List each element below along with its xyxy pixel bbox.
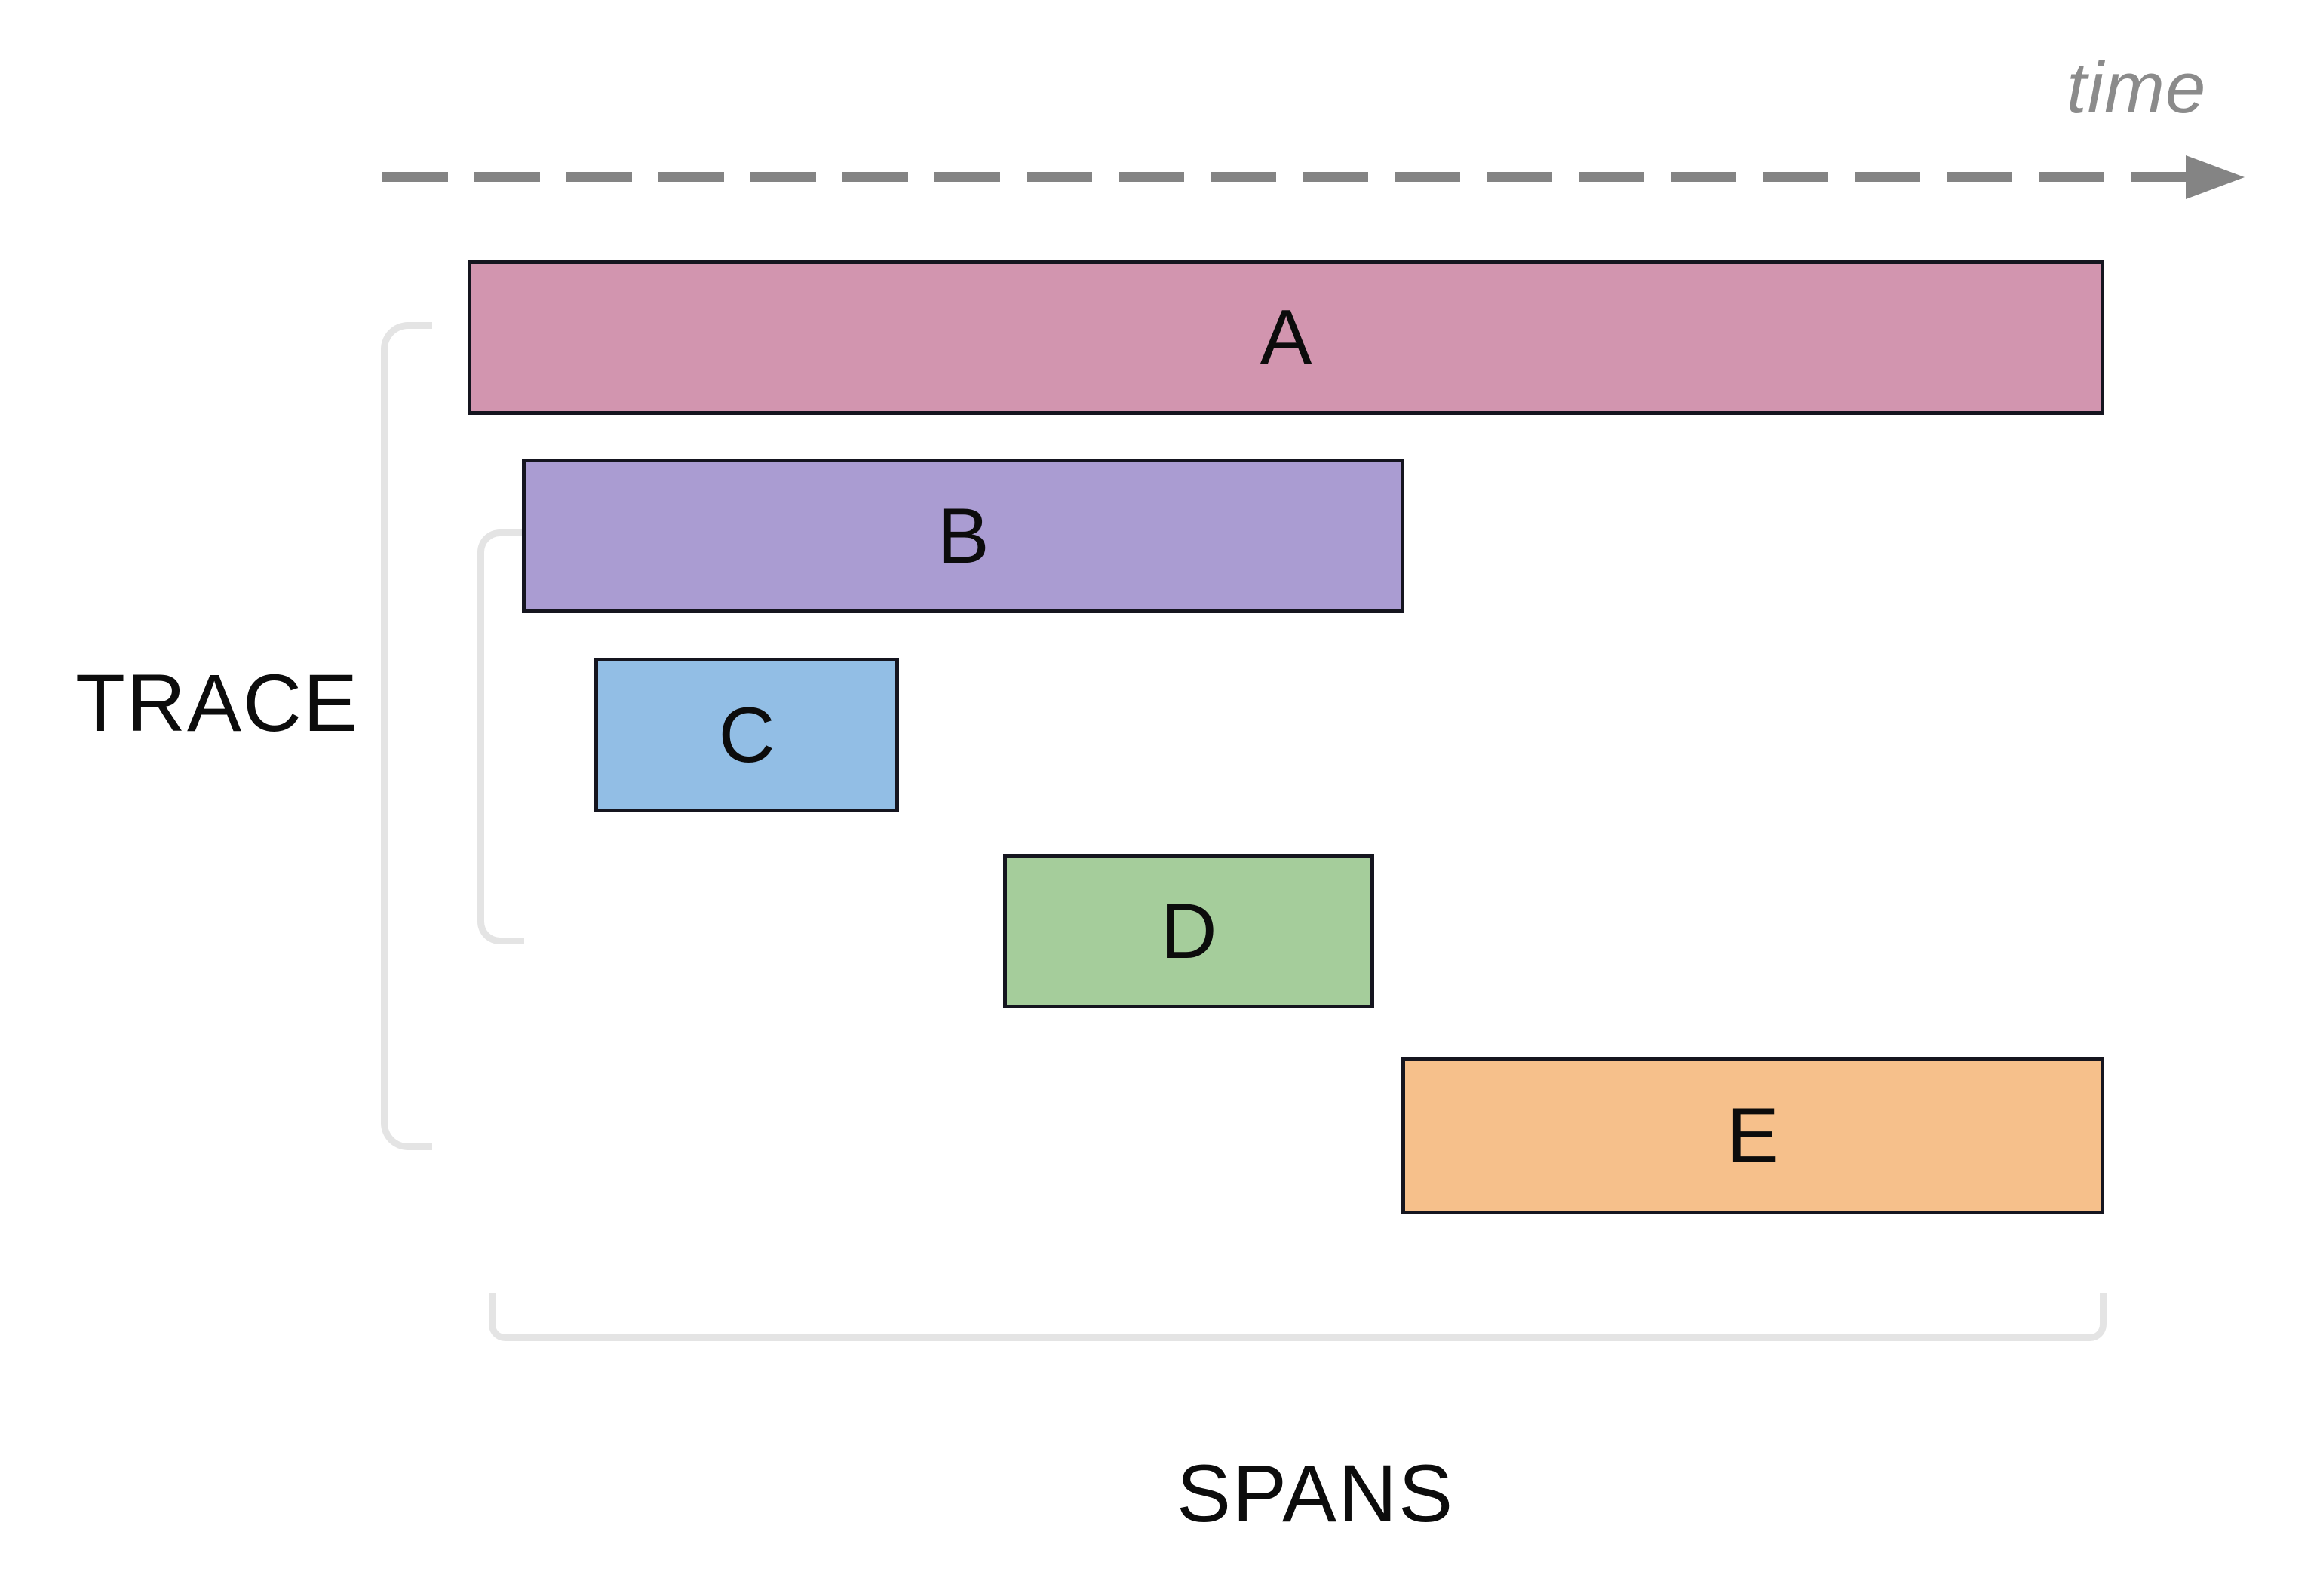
span-label-d: D: [1160, 887, 1217, 975]
span-label-c: C: [718, 691, 775, 779]
trace-label: TRACE: [75, 657, 360, 748]
span-bar-a: A: [468, 260, 2104, 415]
spans-bracket: [489, 1293, 2107, 1341]
span-label-b: B: [937, 492, 990, 580]
trace-bracket: [381, 322, 432, 1150]
spans-label: SPANS: [1177, 1447, 1455, 1539]
time-axis-label: time: [2067, 48, 2207, 128]
span-bar-e: E: [1401, 1057, 2104, 1214]
time-axis-arrowhead-icon: [2186, 155, 2245, 199]
span-bar-b: B: [522, 459, 1404, 613]
child-spans-bracket: [477, 529, 524, 944]
span-label-e: E: [1726, 1092, 1779, 1180]
span-bar-c: C: [594, 658, 899, 812]
span-bar-d: D: [1003, 854, 1374, 1008]
time-axis-dashed-line: [382, 172, 2193, 182]
span-label-a: A: [1260, 293, 1312, 382]
